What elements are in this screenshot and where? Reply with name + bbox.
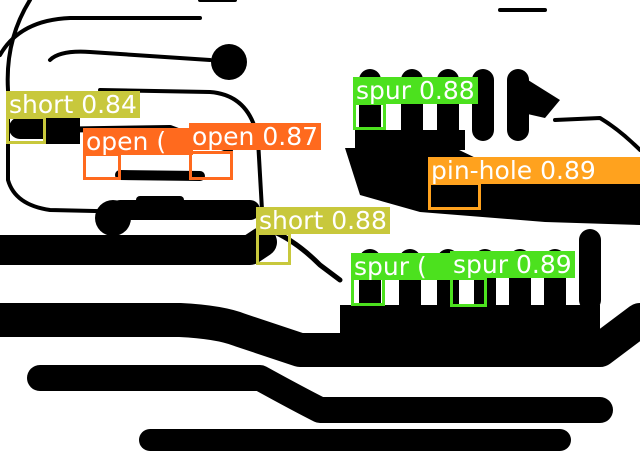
detection-class: short xyxy=(9,90,74,119)
detection-label-spur-2: spur ( xyxy=(351,253,453,280)
detection-box-spur-3 xyxy=(450,277,487,307)
detection-score: 0.87 xyxy=(262,122,319,151)
detection-label-open-2: open 0.87 xyxy=(189,122,322,151)
detection-score: 0.89 xyxy=(540,157,596,184)
detection-score: 0.84 xyxy=(81,90,137,119)
detection-class: open xyxy=(86,128,149,155)
detection-class: spur xyxy=(354,253,410,280)
detection-box-spur-1 xyxy=(353,102,386,130)
detection-label-pin-hole: pin-hole 0.89 xyxy=(428,157,640,184)
detection-box-short-1 xyxy=(6,116,46,144)
detection-label-spur-1: spur 0.88 xyxy=(353,77,478,104)
detection-label-spur-3: spur 0.89 xyxy=(450,251,575,278)
detection-class: spur xyxy=(356,76,412,105)
detection-class: spur xyxy=(453,250,509,279)
detection-score: 0.88 xyxy=(331,206,387,235)
detection-box-spur-2 xyxy=(351,277,385,306)
detection-label-open-1: open ( xyxy=(83,128,193,155)
detection-box-open-1 xyxy=(83,153,121,180)
detection-score: 0.88 xyxy=(418,76,475,105)
detection-class: short xyxy=(259,206,324,235)
detection-class: pin-hole xyxy=(431,157,533,184)
detection-box-short-2 xyxy=(256,232,291,265)
detection-box-open-2 xyxy=(189,151,233,180)
detection-class: open xyxy=(192,122,255,151)
detection-label-short-1: short 0.84 xyxy=(6,91,140,118)
detection-score: 0.89 xyxy=(515,250,572,279)
detection-box-pin-hole xyxy=(428,182,481,210)
detection-label-short-2: short 0.88 xyxy=(256,207,390,234)
